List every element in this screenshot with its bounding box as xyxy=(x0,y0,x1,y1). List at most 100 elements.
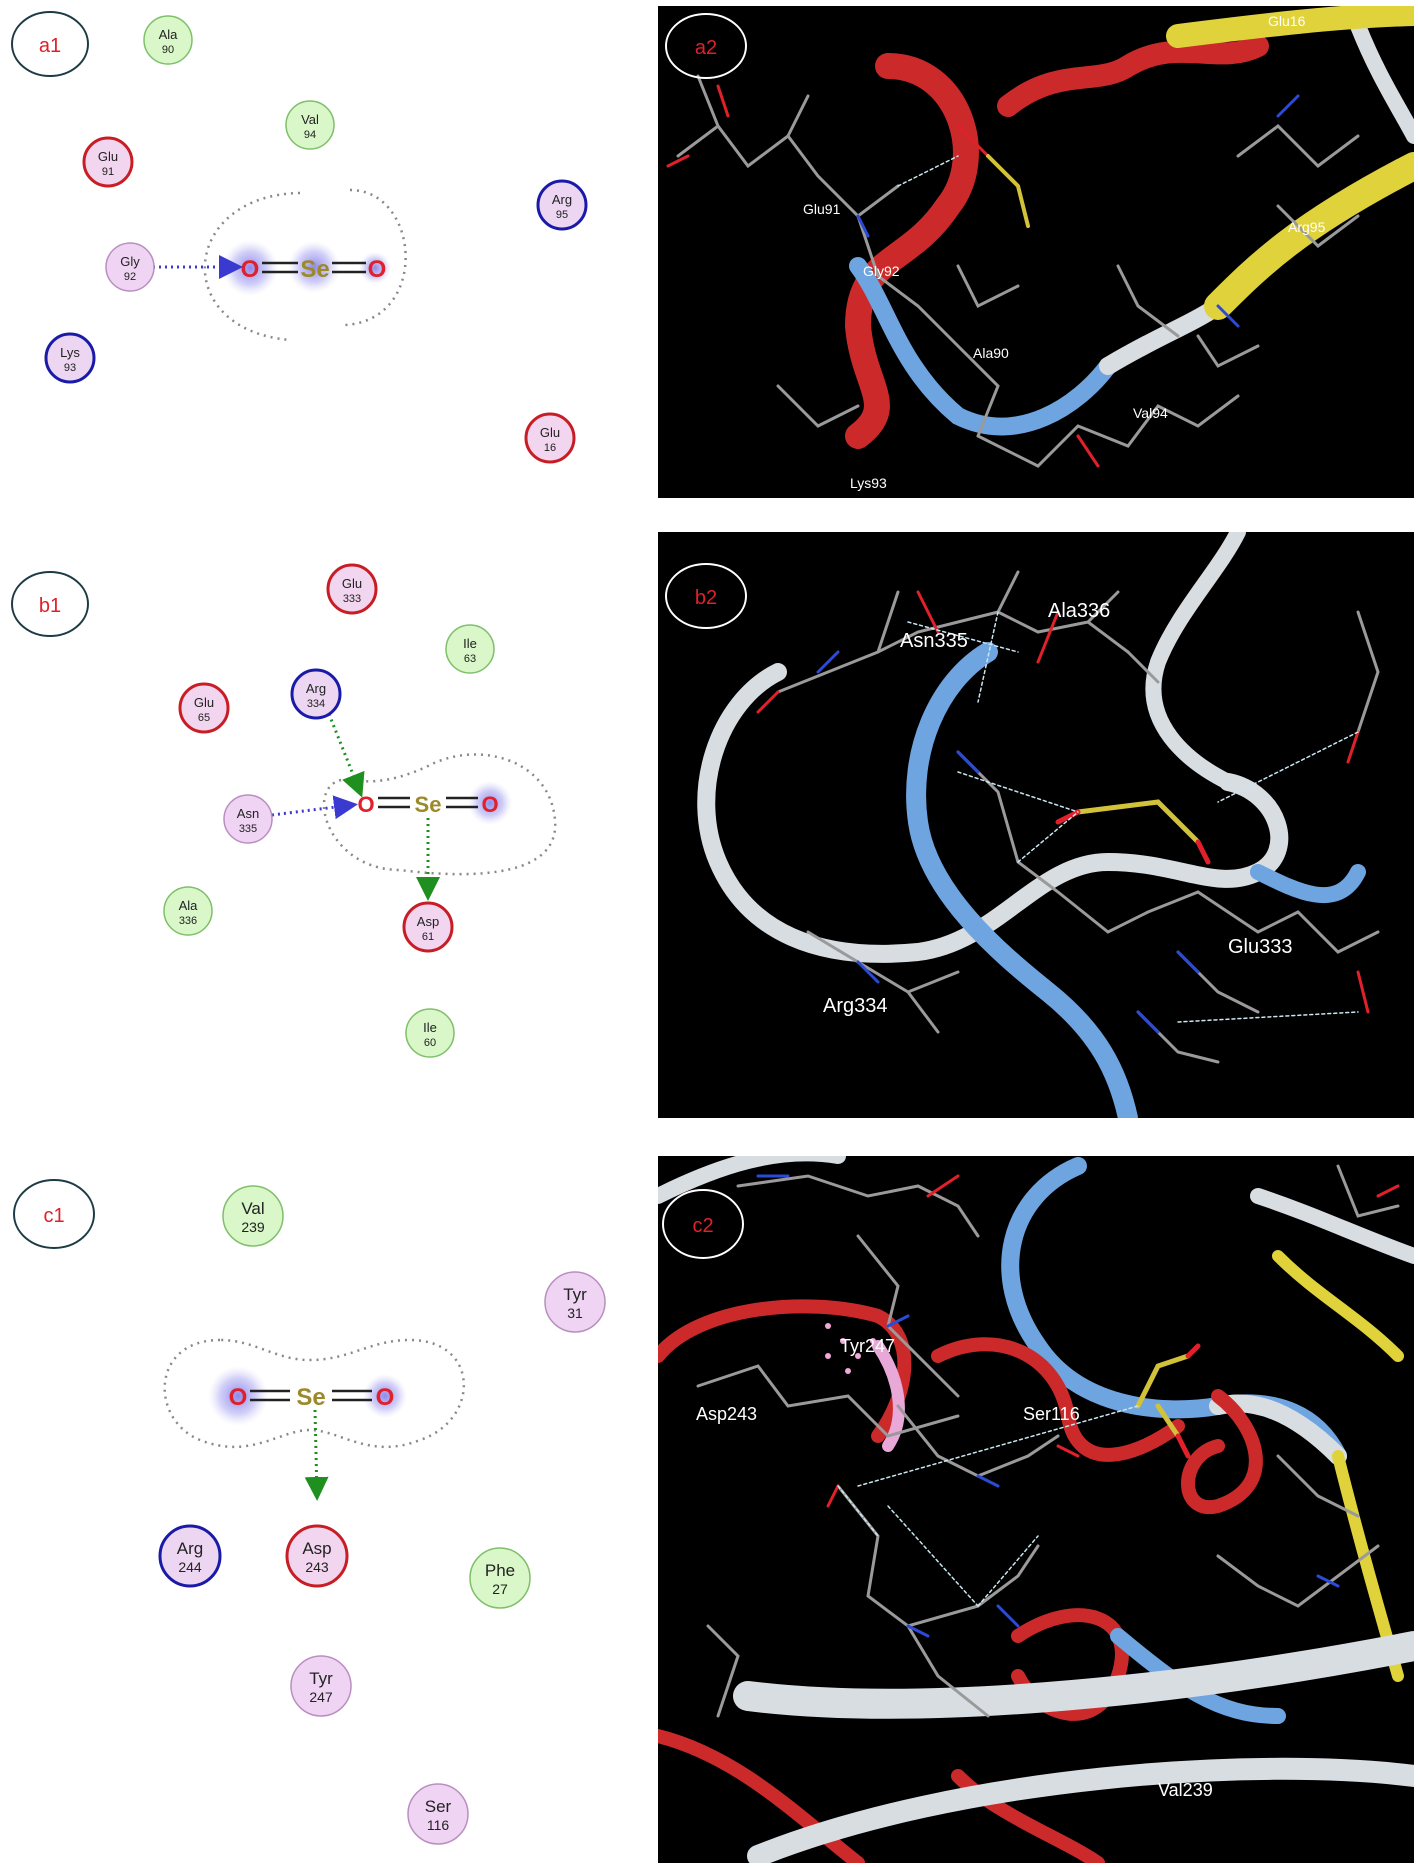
helix-ribbon xyxy=(658,1729,865,1863)
residue-ile-63: Ile 63 xyxy=(445,624,495,674)
panel-label-a1: a1 xyxy=(11,11,89,77)
residue-ala-90: Ala90 xyxy=(143,15,193,65)
ligand-seo2-a1: O Se O xyxy=(241,256,387,283)
residue-name: Asn xyxy=(237,806,259,821)
residue-name: Asp xyxy=(417,914,439,929)
residue-label: Arg334 xyxy=(823,995,888,1017)
residue-asp-61: Asp 61 xyxy=(402,901,454,953)
residue-number: 92 xyxy=(124,271,136,283)
residue-name: Ile xyxy=(423,1020,437,1035)
residue-number: 94 xyxy=(304,129,316,141)
svg-text:O: O xyxy=(376,1384,395,1411)
residue-label: Glu333 xyxy=(1228,936,1293,958)
residue-name: Glu xyxy=(540,425,560,440)
residue-name: Val xyxy=(241,1199,264,1218)
residue-tyr-247: Tyr247 xyxy=(290,1655,352,1717)
residue-name: Arg xyxy=(306,681,326,696)
residue-number: 243 xyxy=(305,1559,329,1575)
svg-text:O: O xyxy=(229,1384,248,1411)
helix-ribbon xyxy=(997,35,1269,117)
coil-ribbon xyxy=(849,257,1117,436)
ligand-seo2-b1: O Se O xyxy=(357,792,498,817)
residue-glu-16: Glu16 xyxy=(524,412,576,464)
residue-label: Tyr247 xyxy=(840,1336,895,1356)
residue-label: Ser116 xyxy=(1023,1404,1080,1424)
residue-sticks xyxy=(696,1164,1400,1718)
residue-name: Lys xyxy=(60,345,80,360)
coil-ribbon xyxy=(697,663,1289,963)
residue-glu-91: Glu 91 xyxy=(82,136,134,188)
svg-text:O: O xyxy=(481,792,498,817)
residue-number: 336 xyxy=(179,915,197,927)
panel-label-b1: b1 xyxy=(11,571,89,637)
residue-number: 91 xyxy=(102,166,114,178)
residue-name: Tyr xyxy=(309,1669,333,1688)
residue-arg-95: Arg95 xyxy=(536,179,588,231)
hbond-asn335 xyxy=(271,795,358,820)
residue-ala-336: Ala 336 xyxy=(163,886,213,936)
residue-name: Val xyxy=(301,112,319,127)
svg-text:Se: Se xyxy=(296,1384,325,1411)
residue-name: Glu xyxy=(98,149,118,164)
residue-asp-243: Asp243 xyxy=(285,1524,349,1588)
residue-name: Glu xyxy=(342,576,362,591)
interaction-diagram-b1: b1 O Se O Glu333Ile63Glu65Arg334Asn335Al… xyxy=(11,563,557,1058)
svg-text:O: O xyxy=(357,792,374,817)
residue-label: Val239 xyxy=(1158,1780,1213,1800)
panel-label-c1: c1 xyxy=(13,1179,95,1249)
helix-ribbon xyxy=(1181,1389,1263,1515)
residue-number: 335 xyxy=(239,823,257,835)
residue-number: 60 xyxy=(424,1037,436,1049)
residue-number: 63 xyxy=(464,653,476,665)
residue-number: 334 xyxy=(307,698,325,710)
strand-ribbon xyxy=(1272,1250,1404,1362)
residue-name: Ser xyxy=(425,1797,452,1816)
residue-ile-60: Ile 60 xyxy=(405,1008,455,1058)
residue-label: Glu16 xyxy=(1268,13,1306,29)
coil-ribbon xyxy=(747,1757,1414,1863)
residue-lys-93: Lys93 xyxy=(44,332,96,384)
residue-number: 31 xyxy=(567,1305,583,1321)
residue-label: Gly92 xyxy=(863,263,900,279)
panel-label-a2: a2 xyxy=(665,13,747,79)
svg-text:a1: a1 xyxy=(39,35,61,57)
coil-ribbon xyxy=(1350,18,1414,144)
strand-ribbon xyxy=(1204,152,1414,320)
oxygen-glow xyxy=(208,1366,268,1426)
residue-ser-116: Ser116 xyxy=(407,1783,469,1845)
residue-name: Ala xyxy=(159,27,179,42)
residue-number: 61 xyxy=(422,931,434,943)
helix-ribbon xyxy=(931,1337,1185,1462)
svg-text:c2: c2 xyxy=(692,1215,713,1237)
hbond-dashes xyxy=(897,155,959,187)
residue-name: Ala xyxy=(179,898,199,913)
residue-label: Arg95 xyxy=(1288,219,1326,235)
coil-ribbon xyxy=(1250,864,1366,904)
residue-sticks xyxy=(776,570,1380,1064)
oxygen-glow xyxy=(222,240,278,296)
residue-label: Asp243 xyxy=(696,1404,757,1424)
binding-pocket-outline xyxy=(163,1338,466,1449)
residue-val-239: Val239 xyxy=(222,1185,284,1247)
residue-label: Val94 xyxy=(1133,405,1168,421)
oxygen-glow xyxy=(468,781,512,825)
svg-text:b1: b1 xyxy=(39,595,61,617)
residue-gly-92: Gly92 xyxy=(105,242,155,292)
panel-label-c2: c2 xyxy=(662,1189,744,1259)
residue-name: Ile xyxy=(463,636,477,651)
residue-name: Phe xyxy=(485,1561,515,1580)
residue-number: 65 xyxy=(198,712,210,724)
residue-number: 244 xyxy=(178,1559,202,1575)
svg-text:a2: a2 xyxy=(695,37,717,59)
residue-arg-334: Arg 334 xyxy=(290,668,342,720)
residue-asn-335: Asn 335 xyxy=(223,794,273,844)
